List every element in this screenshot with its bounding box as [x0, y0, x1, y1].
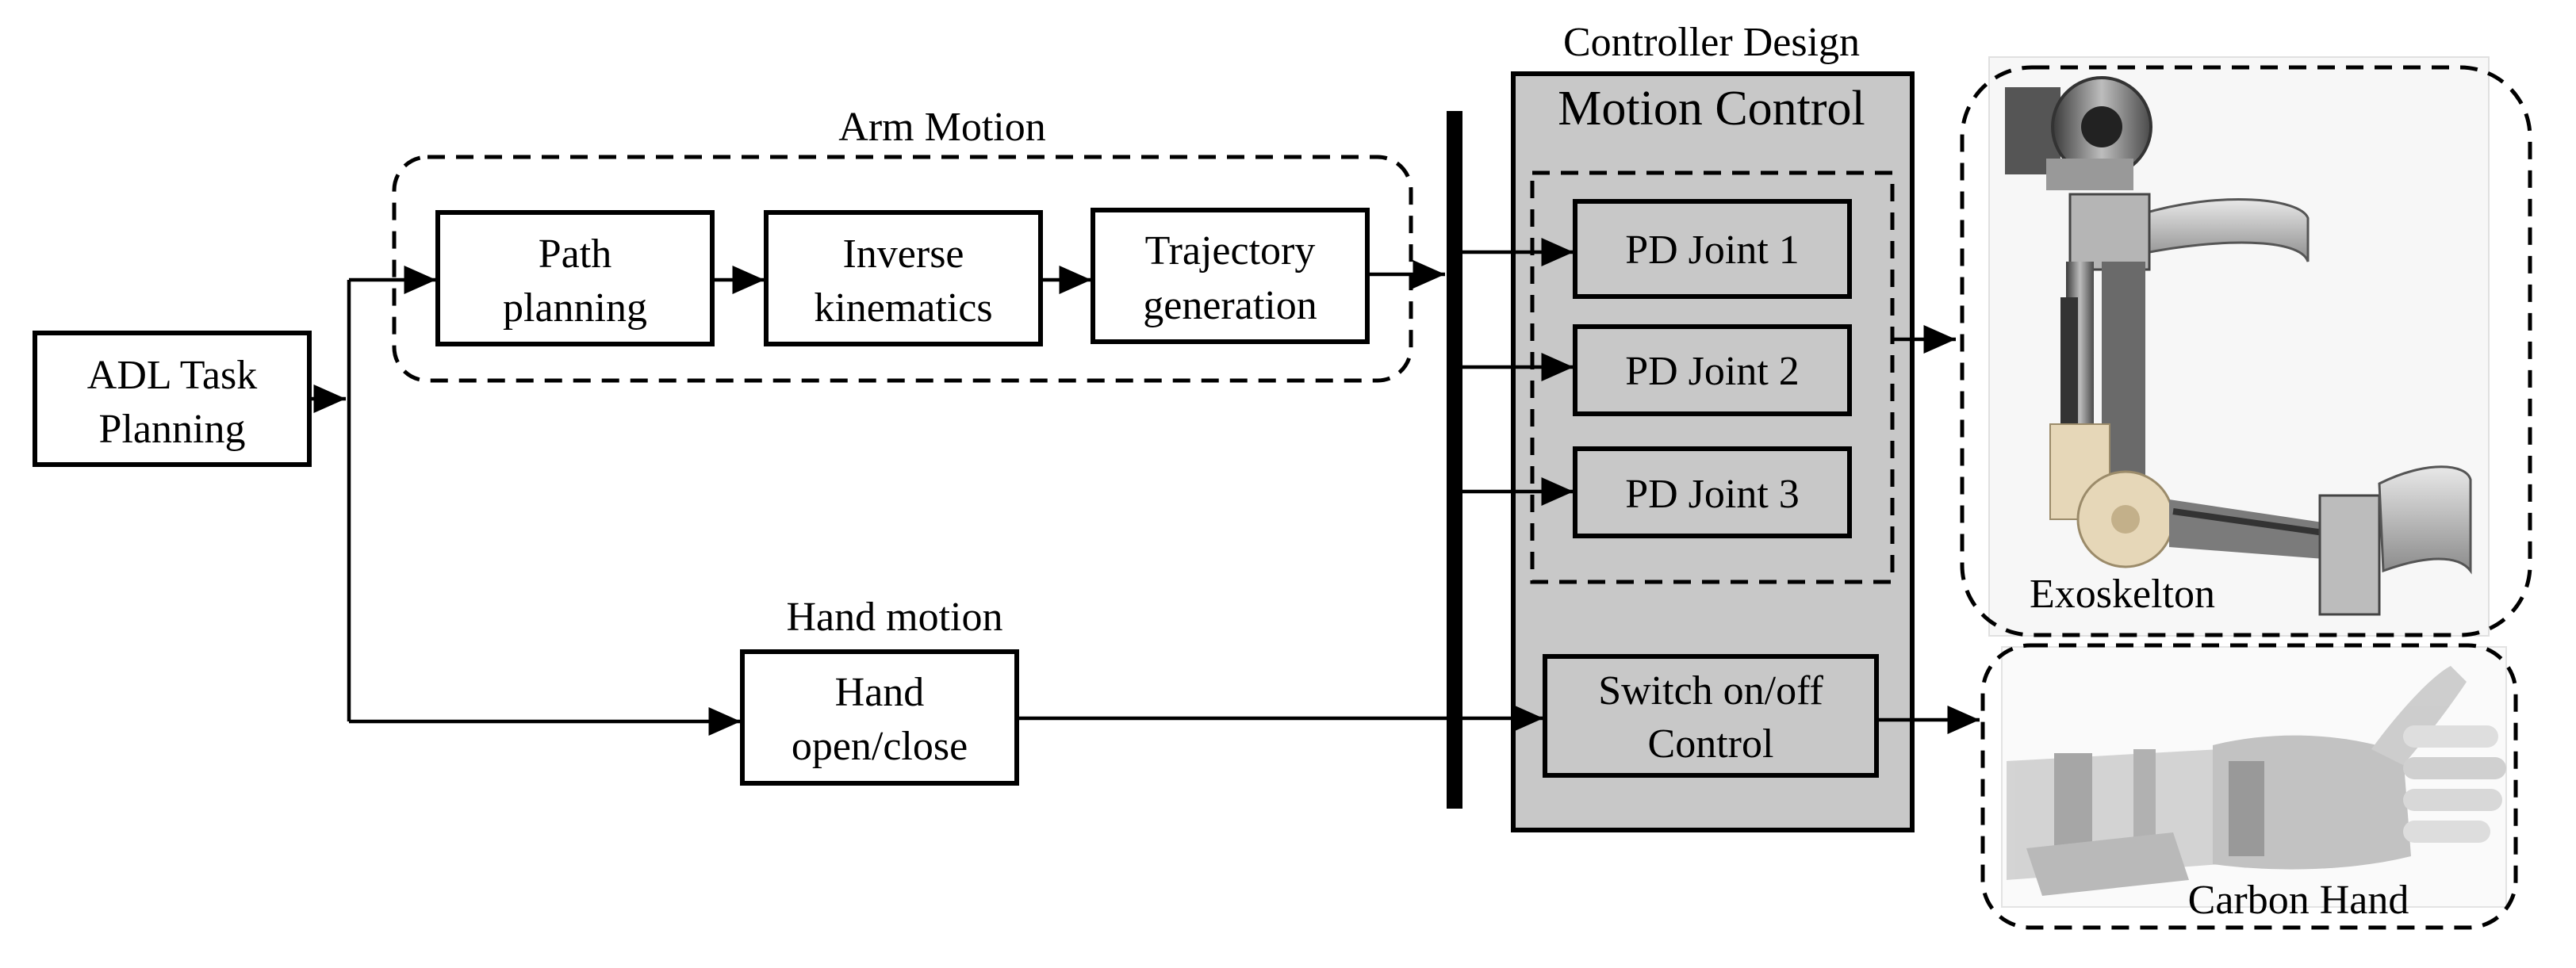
path-planning-line-2: planning: [503, 285, 647, 331]
switch-control-line-1: Switch on/off: [1598, 668, 1823, 714]
hand-open-close-line-2: open/close: [792, 724, 968, 769]
path-planning-block: [435, 210, 715, 346]
inverse-kinematics-line-1: Inverse: [842, 231, 964, 277]
carbon-hand-group: [1980, 643, 2518, 930]
hand-open-close-block: [740, 649, 1019, 786]
switch-control-block: [1543, 654, 1879, 778]
controller-design-label: Controller Design: [1563, 20, 1860, 65]
trajectory-generation-block: [1091, 208, 1370, 344]
pd-joint-3-label: PD Joint 3: [1625, 472, 1800, 517]
hand-open-close-line-1: Hand: [835, 670, 925, 715]
hand-motion-label: Hand motion: [787, 595, 1003, 640]
pd-joint-2-block: [1573, 324, 1852, 416]
carbon-hand-illustration: [2007, 666, 2506, 896]
path-planning-line-1: Path: [539, 231, 611, 277]
pd-joints-group: [1530, 170, 1895, 584]
trajectory-generation-line-2: generation: [1143, 283, 1317, 328]
adl-task-planning-block: [33, 331, 312, 467]
inverse-kinematics-block: [764, 210, 1043, 346]
pd-joint-2-label: PD Joint 2: [1625, 349, 1800, 394]
inverse-kinematics-line-2: kinematics: [814, 285, 992, 331]
exoskeleton-illustration: [2005, 76, 2472, 616]
trajectory-generation-line-1: Trajectory: [1145, 228, 1316, 274]
motion-control-label: Motion Control: [1558, 82, 1865, 136]
switch-control-line-2: Control: [1648, 721, 1774, 767]
arm-motion-label: Arm Motion: [838, 105, 1045, 150]
pd-joint-1-block: [1573, 199, 1852, 299]
adl-task-line-2: Planning: [99, 407, 246, 452]
exoskeleton-label: Exoskelton: [2030, 572, 2215, 617]
arm-motion-group: [392, 155, 1413, 383]
pd-joint-1-label: PD Joint 1: [1625, 228, 1800, 273]
exoskeleton-group: [1960, 65, 2532, 637]
pd-joint-3-block: [1573, 446, 1852, 538]
carbon-hand-label: Carbon Hand: [2188, 878, 2409, 923]
signal-bus-bar: [1447, 111, 1462, 809]
adl-task-line-1: ADL Task: [87, 353, 257, 398]
